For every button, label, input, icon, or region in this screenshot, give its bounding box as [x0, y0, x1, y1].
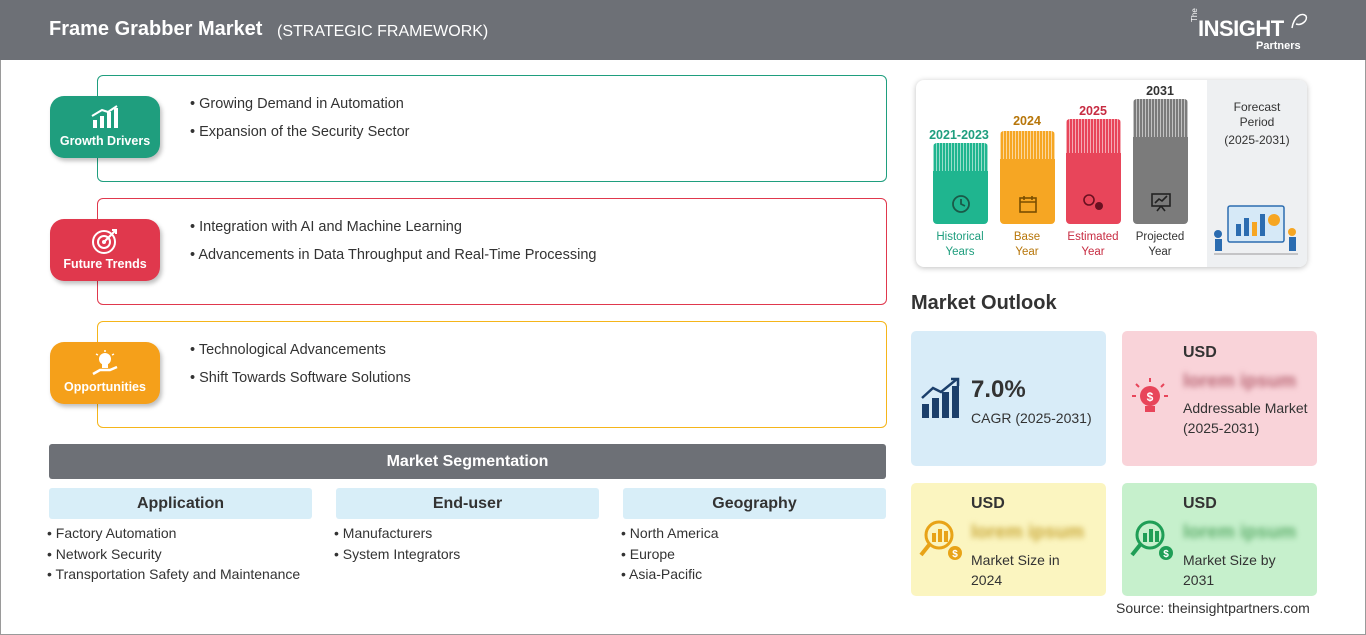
- cagr-label: CAGR (2025-2031): [971, 410, 1092, 426]
- addressable-currency: USD: [1183, 344, 1217, 361]
- list-item: Technological Advancements: [190, 342, 411, 370]
- timeline-bar-base: [1000, 131, 1055, 224]
- size-2024-currency: USD: [971, 495, 1005, 512]
- segment-heading-application: Application: [49, 488, 312, 519]
- segment-heading-geography: Geography: [623, 488, 886, 519]
- list-item: Shift Towards Software Solutions: [190, 370, 411, 398]
- forecast-line-1: Forecast: [1233, 100, 1281, 114]
- svg-text:$: $: [1163, 549, 1169, 560]
- target-icon: [92, 229, 117, 254]
- lightbulb-hand-icon: [92, 350, 118, 376]
- timeline-caption-historical: Historical Years: [920, 230, 1000, 260]
- caption-line: Year: [1081, 246, 1105, 258]
- estimate-gears-icon: [1083, 194, 1103, 210]
- caption-line: Year: [1015, 246, 1039, 258]
- timeline-year-estimated: 2025: [1079, 104, 1107, 118]
- list-item: Manufacturers: [334, 525, 460, 546]
- source-note: Source: theinsightpartners.com: [1116, 600, 1310, 616]
- header-bar: Frame Grabber Market (STRATEGIC FRAMEWOR…: [0, 0, 1366, 60]
- future-trends-card: Integration with AI and Machine Learning…: [97, 198, 887, 305]
- logo-insight: INSIGHT: [1198, 16, 1284, 41]
- list-item: Europe: [621, 546, 719, 567]
- logo-swoosh-icon: [1291, 13, 1308, 29]
- page-subtitle: (STRATEGIC FRAMEWORK): [277, 23, 489, 40]
- timeline-caption-projected: Projected Year: [1120, 230, 1200, 260]
- timeline-caption-estimated: Estimated Year: [1053, 230, 1133, 260]
- svg-text:$: $: [952, 549, 958, 560]
- insight-partners-logo[interactable]: The INSIGHT Partners: [1190, 8, 1310, 56]
- segmentation-title: Market Segmentation: [49, 444, 886, 479]
- list-item: Expansion of the Security Sector: [190, 124, 409, 152]
- list-item: Transportation Safety and Maintenance: [47, 566, 301, 587]
- future-trends-label: Future Trends: [63, 257, 147, 271]
- market-size-2031-box: $ USD lorem ipsum Market Size by 2031: [1122, 483, 1317, 596]
- growth-drivers-tag: Growth Drivers: [50, 96, 160, 158]
- timeline-year-projected: 2031: [1146, 84, 1174, 98]
- svg-text:$: $: [1147, 390, 1154, 404]
- size-2031-currency: USD: [1183, 495, 1217, 512]
- logo-partners: Partners: [1256, 40, 1301, 52]
- list-item: Network Security: [47, 546, 300, 567]
- list-item: Factory Automation: [47, 525, 300, 546]
- end-user-list: Manufacturers System Integrators: [334, 525, 461, 567]
- caption-line: Years: [945, 246, 975, 258]
- market-outlook-title: Market Outlook: [911, 292, 1057, 314]
- timeline-year-base: 2024: [1013, 114, 1041, 128]
- growth-chart-icon: [91, 105, 118, 128]
- cagr-box: 7.0% CAGR (2025-2031): [911, 331, 1106, 466]
- size-2031-label: Market Size by 2031: [1183, 552, 1276, 588]
- caption-line: Base: [1013, 231, 1041, 243]
- page-title: Frame Grabber Market: [49, 18, 263, 40]
- money-magnifier-icon: $: [919, 520, 962, 560]
- addressable-market-box: $ USD lorem ipsum Addressable Market (20…: [1122, 331, 1317, 466]
- caption-line: Estimated: [1067, 231, 1119, 243]
- caption-line: Year: [1148, 246, 1172, 258]
- rising-bars-icon: [921, 377, 960, 418]
- calendar-icon: [1019, 196, 1037, 213]
- opportunities-card: Technological Advancements Shift Towards…: [97, 321, 887, 428]
- growth-drivers-label: Growth Drivers: [59, 134, 151, 148]
- timeline-bar-historical: [933, 143, 988, 224]
- analytics-people-icon: [1214, 205, 1298, 255]
- presentation-board-icon: [1151, 193, 1171, 212]
- money-magnifier-icon: $: [1130, 520, 1173, 560]
- timeline-caption-base: Base Year: [987, 230, 1067, 260]
- opportunities-label: Opportunities: [64, 380, 146, 394]
- list-item: North America: [621, 525, 719, 546]
- forecast-line-2: Period: [1239, 115, 1275, 129]
- opportunities-list: Technological Advancements Shift Towards…: [190, 342, 411, 398]
- money-bulb-icon: $: [1132, 378, 1168, 412]
- forecast-line-3: (2025-2031): [1224, 133, 1290, 147]
- caption-line: Projected: [1135, 231, 1185, 243]
- list-item: System Integrators: [334, 546, 461, 567]
- caption-line: Historical: [936, 231, 984, 243]
- application-list: Factory Automation Network Security Tran…: [47, 525, 301, 587]
- size-2024-label: Market Size in 2024: [971, 552, 1060, 588]
- addressable-label: Addressable Market (2025-2031): [1183, 400, 1308, 436]
- cagr-value: 7.0%: [971, 376, 1026, 403]
- future-trends-list: Integration with AI and Machine Learning…: [190, 219, 596, 275]
- growth-drivers-list: Growing Demand in Automation Expansion o…: [190, 96, 409, 152]
- addressable-value: lorem ipsum: [1183, 371, 1296, 392]
- list-item: Asia-Pacific: [621, 566, 719, 587]
- opportunities-tag: Opportunities: [50, 342, 160, 404]
- size-2031-value: lorem ipsum: [1183, 522, 1296, 543]
- list-item: Growing Demand in Automation: [190, 96, 409, 124]
- timeline-bar-estimated: [1066, 119, 1121, 224]
- future-trends-tag: Future Trends: [50, 219, 160, 281]
- geography-list: North America Europe Asia-Pacific: [621, 525, 719, 587]
- list-item: Integration with AI and Machine Learning: [190, 219, 596, 247]
- timeline-bar-projected: [1133, 99, 1188, 224]
- timeline-year-historical: 2021-2023: [929, 128, 989, 142]
- history-icon: [952, 195, 970, 213]
- growth-drivers-card: Growing Demand in Automation Expansion o…: [97, 75, 887, 182]
- market-size-2024-box: $ USD lorem ipsum Market Size in 2024: [911, 483, 1106, 596]
- list-item: Advancements in Data Throughput and Real…: [190, 247, 596, 275]
- size-2024-value: lorem ipsum: [971, 522, 1084, 543]
- segment-heading-end-user: End-user: [336, 488, 599, 519]
